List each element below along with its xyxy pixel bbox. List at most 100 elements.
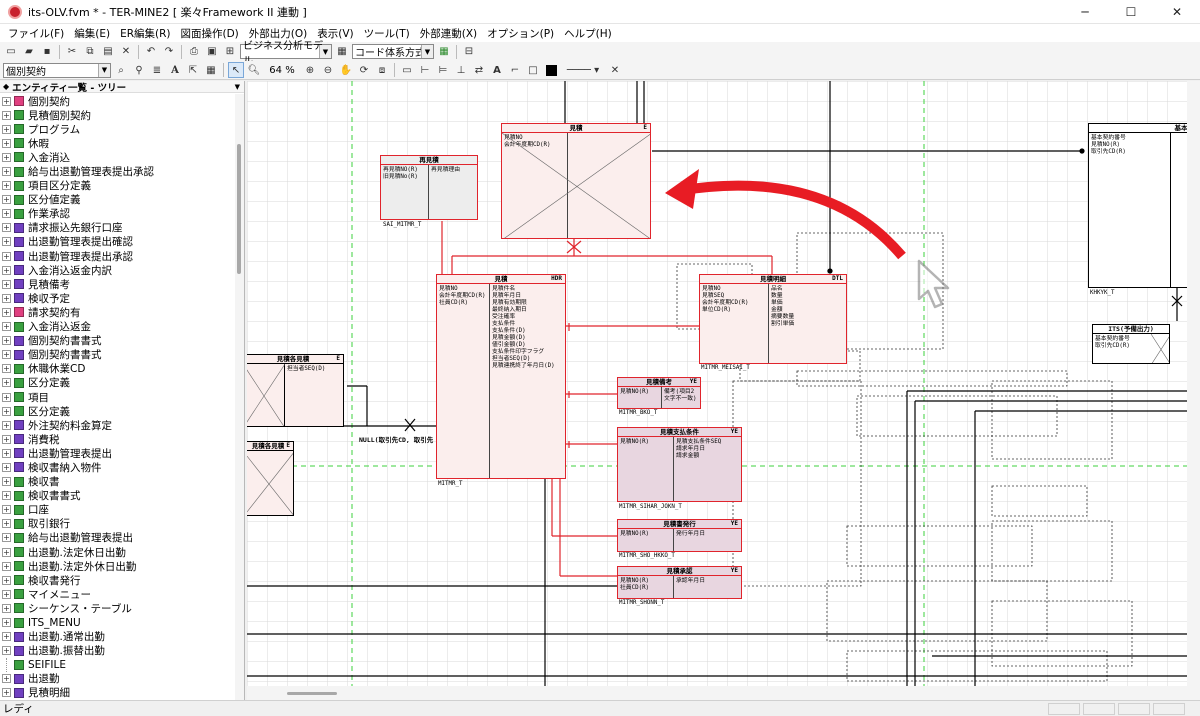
menu-export[interactable]: 外部出力(O) [248, 27, 308, 40]
tree-item[interactable]: +区分値定義 [0, 193, 235, 207]
model-combo[interactable]: ビジネス分析モデル▼ [240, 41, 332, 67]
expand-icon[interactable]: + [2, 322, 11, 332]
tree-item[interactable]: +給与出退勤管理表提出承認 [0, 164, 235, 178]
menu-view[interactable]: 表示(V) [317, 27, 354, 40]
minimize-button[interactable]: ─ [1081, 5, 1089, 19]
expand-icon[interactable]: + [2, 618, 11, 628]
print-icon[interactable]: ⎙ [190, 46, 198, 57]
tree-item[interactable]: +出退勤 [0, 672, 235, 686]
tree-item[interactable]: +項目 [0, 390, 235, 404]
tree-item[interactable]: SEIFILE [0, 657, 235, 672]
expand-icon[interactable]: + [2, 533, 11, 543]
tree-item[interactable]: +検収予定 [0, 291, 235, 305]
identifying-relation-icon[interactable]: ⊨ [438, 64, 448, 76]
tree-item[interactable]: +項目区分定義 [0, 179, 235, 193]
tree-item[interactable]: +検収書 [0, 475, 235, 489]
code-combo[interactable]: コード体系方式▼ [352, 44, 434, 59]
zoom-in-icon[interactable]: ⊕ [305, 64, 315, 76]
tree-item[interactable]: +出退勤.法定外休日出勤 [0, 559, 235, 573]
find-entity-icon[interactable]: ⌕ [118, 64, 124, 76]
model-settings-icon[interactable]: ▦ [337, 46, 347, 57]
menu-external[interactable]: 外部連動(X) [419, 27, 478, 40]
menu-file[interactable]: ファイル(F) [8, 27, 65, 40]
new-file-icon[interactable]: ▭ [6, 46, 16, 57]
tree-item[interactable]: +消費税 [0, 432, 235, 446]
subtype-icon[interactable]: ⊥ [456, 64, 466, 76]
tree-item[interactable]: +入金消込返金 [0, 320, 235, 334]
expand-icon[interactable]: + [2, 293, 11, 303]
menu-tools[interactable]: ツール(T) [363, 27, 410, 40]
tree-item[interactable]: +出退勤.法定休日出勤 [0, 545, 235, 559]
layout-icon[interactable]: ⊟ [464, 46, 474, 57]
tree-item[interactable]: +出退勤.通常出勤 [0, 630, 235, 644]
tree-item[interactable]: +作業承認 [0, 207, 235, 221]
cut-icon[interactable]: ✂ [67, 46, 77, 57]
close-tool-icon[interactable]: ✕ [610, 64, 620, 76]
tree-item[interactable]: +個別契約書書式 [0, 334, 235, 348]
copy-icon[interactable]: ⧉ [86, 46, 94, 57]
maximize-button[interactable]: ☐ [1125, 5, 1137, 19]
expand-icon[interactable]: + [2, 152, 11, 162]
tree-item[interactable]: +出退勤.振替出勤 [0, 644, 235, 658]
fill-color-icon[interactable] [543, 62, 559, 78]
tree-item[interactable]: +検収書書式 [0, 489, 235, 503]
refresh-icon[interactable]: ⟳ [359, 64, 369, 76]
diagram-icon[interactable]: ⊞ [225, 46, 235, 57]
tree-item[interactable]: +見積個別契約 [0, 108, 235, 122]
expand-icon[interactable]: + [2, 237, 11, 247]
expand-icon[interactable]: + [2, 646, 11, 656]
tree-item[interactable]: +取引銀行 [0, 517, 235, 531]
tree-item[interactable]: +ITS_MENU [0, 615, 235, 629]
align-icon[interactable]: ⇱ [188, 64, 198, 76]
entity-kihon-keiyaku[interactable]: 基本契 基本契約番号 見積NO(R) 取引先CD(R) [1088, 123, 1187, 288]
expand-icon[interactable]: + [2, 674, 11, 684]
expand-icon[interactable]: + [2, 110, 11, 120]
rectangle-icon[interactable]: □ [528, 64, 538, 76]
save-icon[interactable]: ▪ [43, 46, 51, 57]
expand-icon[interactable]: + [2, 505, 11, 515]
tree-item[interactable]: +請求振込先銀行口座 [0, 221, 235, 235]
expand-icon[interactable]: + [2, 420, 11, 430]
scrollbar-thumb[interactable] [287, 692, 337, 695]
zoom-icon[interactable]: 🔍︎ [247, 64, 261, 76]
tree-item[interactable]: +シーケンス・テーブル [0, 601, 235, 615]
expand-icon[interactable]: + [2, 448, 11, 458]
tree-item[interactable]: +外注契約料金算定 [0, 418, 235, 432]
entity-saimitsumori[interactable]: 再見積 再見積NO(R) 旧見積No(R) 再見積理由 [380, 155, 478, 220]
tree-item[interactable]: +個別契約書書式 [0, 348, 235, 362]
fit-window-icon[interactable]: ⧈ [378, 64, 386, 76]
tree-item[interactable]: +出退勤管理表提出確認 [0, 235, 235, 249]
tree-item[interactable]: +マイメニュー [0, 587, 235, 601]
expand-icon[interactable]: + [2, 406, 11, 416]
expand-icon[interactable]: + [2, 223, 11, 233]
line-style-icon[interactable]: ──── ▾ [566, 64, 600, 76]
hand-pan-icon[interactable]: ✋ [339, 64, 353, 76]
expand-icon[interactable]: + [2, 350, 11, 360]
tree-item[interactable]: +出退勤管理表提出 [0, 446, 235, 460]
expand-icon[interactable]: + [2, 181, 11, 191]
expand-icon[interactable]: + [2, 392, 11, 402]
expand-icon[interactable]: + [2, 462, 11, 472]
entity-list-icon[interactable]: ≣ [152, 64, 162, 76]
expand-icon[interactable]: + [2, 378, 11, 388]
menu-diagram[interactable]: 図面操作(D) [180, 27, 239, 40]
connector-icon[interactable]: ⌐ [510, 64, 520, 76]
expand-icon[interactable]: + [2, 138, 11, 148]
relation-tool-icon[interactable]: ⊢ [420, 64, 430, 76]
redo-icon[interactable]: ↷ [164, 46, 174, 57]
expand-icon[interactable]: + [2, 547, 11, 557]
expand-icon[interactable]: + [2, 279, 11, 289]
zoom-out-icon[interactable]: ⊖ [323, 64, 333, 76]
delete-icon[interactable]: ✕ [121, 46, 131, 57]
expand-icon[interactable]: + [2, 265, 11, 275]
chevron-down-icon[interactable]: ▼ [234, 82, 240, 91]
zoom-level[interactable]: 64 % [269, 64, 295, 76]
close-button[interactable]: ✕ [1171, 5, 1183, 19]
